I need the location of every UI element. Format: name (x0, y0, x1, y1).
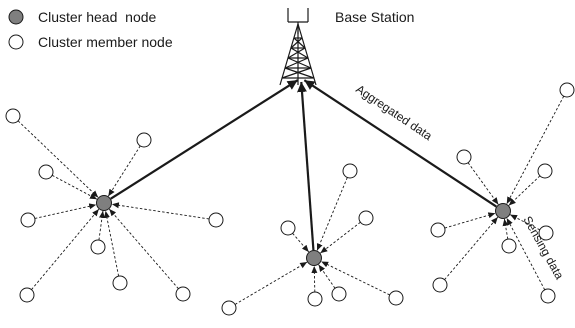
cluster-member-node (175, 286, 191, 302)
cluster-member-node (331, 286, 347, 302)
sensing-data-arrow-middle (234, 261, 308, 305)
sensing-data-arrow-middle (320, 261, 390, 296)
sensing-data-arrow-left (108, 208, 179, 290)
aggregated-data-arrow-left (110, 79, 299, 200)
sensing-data-arrow-right (502, 218, 509, 240)
sensing-data-arrow-right (506, 95, 565, 205)
cluster-head-node (495, 203, 511, 219)
cluster-member-node (280, 220, 296, 236)
sensing-data-arrow-left (104, 210, 120, 277)
cluster-member-node (221, 300, 237, 316)
sensing-data-arrow-right (506, 217, 546, 291)
cluster-member-node (19, 287, 35, 303)
cluster-member-node (537, 163, 553, 179)
sensing-data-arrow-middle (320, 221, 361, 254)
legend-member-swatch (8, 34, 24, 50)
cluster-member-node (358, 210, 374, 226)
sensing-data-arrow-left (17, 120, 99, 198)
cluster-member-node (559, 82, 575, 98)
sensing-data-arrow-left (34, 203, 97, 219)
cluster-member-node (430, 222, 446, 238)
sensing-data-arrow-left (111, 202, 210, 220)
cluster-member-node (538, 225, 554, 241)
cluster-head-node (96, 195, 112, 211)
base-station-tower-icon (279, 8, 317, 86)
edges (17, 79, 565, 305)
cluster-member-node (20, 212, 36, 228)
cluster-member-node (90, 239, 106, 255)
sensing-data-arrow-left (107, 145, 141, 197)
cluster-member-node (456, 149, 472, 165)
cluster-member-node (112, 275, 128, 291)
legend-head-label: Cluster head node (38, 9, 157, 25)
base-station-label: Base Station (335, 9, 414, 25)
aggregated-data-label: Aggregated data (353, 82, 435, 143)
sensing-data-arrow-left (51, 174, 98, 200)
sensing-data-arrow-right (444, 216, 499, 280)
sensing-data-arrow-middle (311, 265, 318, 293)
cluster-member-node (136, 132, 152, 148)
legend-head-swatch (8, 9, 24, 25)
cluster-member-node (342, 163, 358, 179)
legend: Cluster head node Cluster member node (8, 9, 173, 50)
cluster-member-node (540, 288, 556, 304)
cluster-member-node (307, 291, 323, 307)
aggregated-data-arrow-right (303, 79, 497, 208)
cluster-member-node (38, 164, 54, 180)
cluster-member-node (5, 108, 21, 124)
sensing-data-arrow-middle (292, 232, 310, 253)
cluster-member-node (208, 212, 224, 228)
sensing-data-label: Sensing data (520, 214, 566, 282)
aggregated-data-arrow-middle (297, 81, 315, 251)
sensing-data-arrow-middle (316, 177, 348, 251)
cluster-member-node (388, 290, 404, 306)
cluster-member-node (501, 238, 517, 254)
sensing-data-arrow-right (508, 175, 541, 206)
cluster-head-node (306, 250, 322, 266)
legend-member-label: Cluster member node (38, 34, 173, 50)
nodes (5, 82, 575, 316)
cluster-member-node (432, 277, 448, 293)
sensing-data-arrow-right (509, 214, 540, 231)
sensing-data-arrow-right (444, 212, 496, 229)
sensing-data-arrow-left (98, 210, 105, 241)
sensing-data-arrow-left (31, 208, 100, 290)
sensing-data-arrow-middle (318, 264, 336, 289)
